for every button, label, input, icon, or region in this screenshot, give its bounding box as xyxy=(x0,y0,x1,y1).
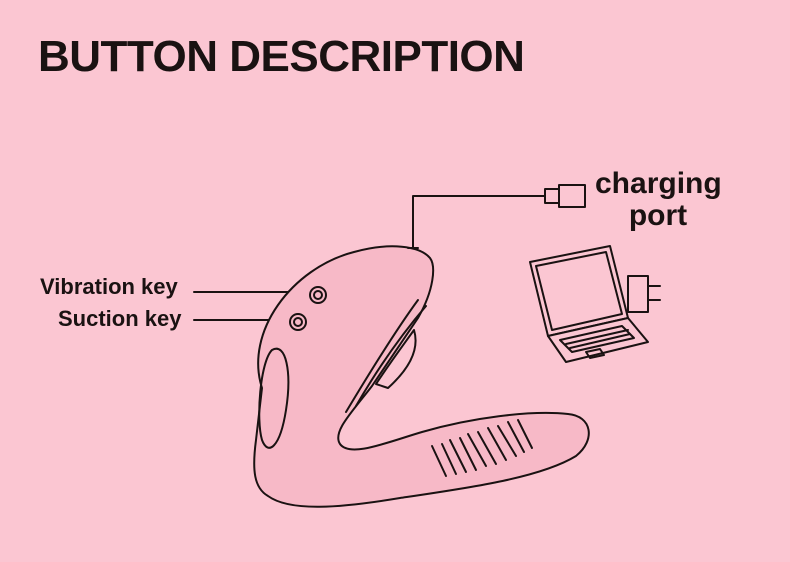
vibration-key-icon xyxy=(309,286,327,304)
page-title: BUTTON DESCRIPTION xyxy=(38,32,525,81)
suction-key-label: Suction key xyxy=(58,306,182,331)
charging-port-label-line1: charging xyxy=(595,167,722,200)
charging-port-label: charging port xyxy=(595,167,722,232)
suction-key-icon xyxy=(289,313,307,331)
device-body xyxy=(253,245,590,508)
charging-cable xyxy=(412,195,546,249)
power-adapter-icon xyxy=(627,275,661,313)
laptop-icon xyxy=(529,245,649,363)
usb-plug-icon xyxy=(544,184,586,208)
device-ribs xyxy=(431,419,533,477)
vibration-key-label: Vibration key xyxy=(40,274,178,299)
charging-port-label-line2: port xyxy=(628,199,688,232)
